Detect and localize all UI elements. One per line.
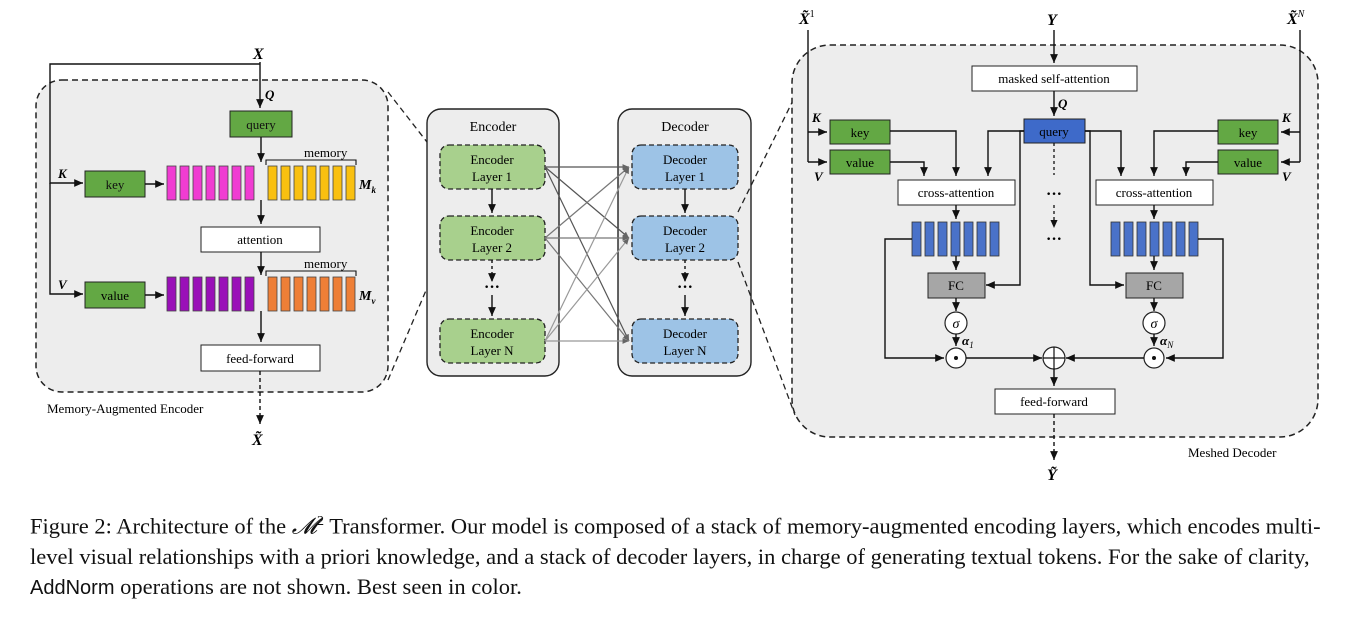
- architecture-diagram: X Q K V query key: [35, 9, 1319, 484]
- cross-attention-left-bars: [911, 221, 1000, 257]
- xn-label: X̃N: [1286, 9, 1306, 28]
- decoder-layer-2-line1: Decoder: [663, 223, 708, 238]
- decoder-key-right-box: [1217, 119, 1279, 145]
- decoder-query-label: query: [1039, 124, 1069, 139]
- decoder-layer-2-line2: Layer 2: [665, 240, 705, 255]
- key-projection-bars: [166, 165, 255, 201]
- decoder-layer-n: [631, 318, 739, 364]
- v-right-label: V: [1282, 169, 1292, 184]
- mesh-connections: [544, 164, 630, 344]
- decoder-value-right-label: value: [1234, 155, 1262, 170]
- encoder-layer-n-line2: Layer N: [471, 343, 515, 358]
- decoder-layer-n-line1: Decoder: [663, 326, 708, 341]
- decoder-feed-forward-label: feed-forward: [1020, 394, 1088, 409]
- encoder-feed-forward-label: feed-forward: [226, 351, 294, 366]
- decoder-q-label: Q: [1058, 96, 1068, 111]
- cross-attention-right-label: cross-attention: [1116, 185, 1193, 200]
- decoder-stack-dots: ···: [677, 279, 693, 296]
- memory-k-bars: [267, 165, 356, 201]
- y-input-label: Y: [1047, 12, 1058, 29]
- value-label: value: [101, 288, 129, 303]
- cross-attention-left-box: [897, 179, 1016, 206]
- k-label: K: [57, 166, 68, 181]
- cross-attention-right-box: [1095, 179, 1214, 206]
- fc-left-label: FC: [948, 278, 964, 293]
- encoder-layer-1-line1: Encoder: [470, 152, 514, 167]
- k-right-label: K: [1281, 110, 1292, 125]
- masked-self-attention-label: masked self-attention: [998, 71, 1110, 86]
- encoder-layer-2-line1: Encoder: [470, 223, 514, 238]
- caption-part1: Transformer. Our model is composed of a …: [30, 513, 1321, 569]
- v-label: V: [58, 277, 68, 292]
- caption-addnorm: AddNorm: [30, 576, 115, 599]
- memory-augmented-encoder: X Q K V query key: [35, 46, 389, 449]
- encoder-layer-2-line2: Layer 2: [472, 240, 512, 255]
- encoder-title: Memory-Augmented Encoder: [47, 401, 204, 416]
- k-left-label: K: [811, 110, 822, 125]
- mk-label: Mk: [358, 178, 376, 195]
- encoder-layer-n-line1: Encoder: [470, 326, 514, 341]
- masked-self-attention-box: [971, 65, 1138, 92]
- query-label: query: [246, 117, 276, 132]
- memory-v-bars: [267, 276, 356, 312]
- decoder-layer-n-line2: Layer N: [664, 343, 708, 358]
- decoder-key-left-box: [829, 119, 891, 145]
- x1-label: X̃1: [798, 9, 815, 28]
- decoder-title: Meshed Decoder: [1188, 445, 1277, 460]
- value-box: [84, 281, 146, 309]
- model-symbol: 𝓜: [291, 513, 317, 539]
- memory-k-label: memory: [304, 145, 348, 160]
- fc-right-label: FC: [1146, 278, 1162, 293]
- sigma-right-label: σ: [1151, 317, 1159, 332]
- encoder-stack: Encoder Encoder Layer 1 Encoder Layer 2 …: [426, 108, 560, 377]
- decoder-key-right-label: key: [1239, 125, 1258, 140]
- decoder-panel: [791, 44, 1319, 438]
- mv-label: Mv: [358, 289, 376, 306]
- memory-v-label: memory: [304, 256, 348, 271]
- sigma-left-label: σ: [953, 317, 961, 332]
- value-projection-bars: [166, 276, 255, 312]
- meshed-decoder: X̃1 X̃N Y K V K V masked self-attention …: [791, 9, 1319, 484]
- decoder-center-dots-1: ···: [1046, 186, 1062, 203]
- attention-label: attention: [237, 232, 283, 247]
- cross-attention-right-bars: [1110, 221, 1199, 257]
- encoder-layer-1-line2: Layer 1: [472, 169, 512, 184]
- alpha-n-label: αN: [1160, 333, 1174, 350]
- v-left-label: V: [814, 169, 824, 184]
- decoder-value-left-label: value: [846, 155, 874, 170]
- decoder-value-right-box: [1217, 149, 1279, 175]
- figure-caption: Figure 2: Architecture of the 𝓜2 Transfo…: [30, 507, 1330, 603]
- decoder-center-dots-2: ···: [1046, 231, 1062, 248]
- encoder-stack-title: Encoder: [470, 120, 517, 135]
- alpha-1-label: α1: [962, 333, 974, 350]
- caption-part2: operations are not shown. Best seen in c…: [114, 573, 522, 599]
- decoder-stack-title: Decoder: [661, 120, 709, 135]
- x-tilde-output: X̃: [251, 430, 263, 449]
- decoder-layer-1-line2: Layer 1: [665, 169, 705, 184]
- y-tilde-output: Ỹ: [1047, 465, 1058, 484]
- caption-prefix: Figure 2: Architecture of the: [30, 513, 292, 539]
- decoder-layer-1-line1: Decoder: [663, 152, 708, 167]
- q-label: Q: [265, 87, 275, 102]
- decoder-key-left-label: key: [851, 125, 870, 140]
- encoder-stack-dots: ···: [484, 279, 500, 296]
- decoder-feed-forward-box: [994, 388, 1116, 415]
- x-input-label: X: [252, 46, 264, 63]
- cross-attention-left-label: cross-attention: [918, 185, 995, 200]
- encoder-feed-forward-box: [200, 344, 321, 372]
- decoder-stack: Decoder Decoder Layer 1 Decoder Layer 2 …: [617, 108, 752, 377]
- key-label: key: [106, 177, 125, 192]
- model-sup: 2: [317, 514, 324, 529]
- query-box: [229, 110, 293, 138]
